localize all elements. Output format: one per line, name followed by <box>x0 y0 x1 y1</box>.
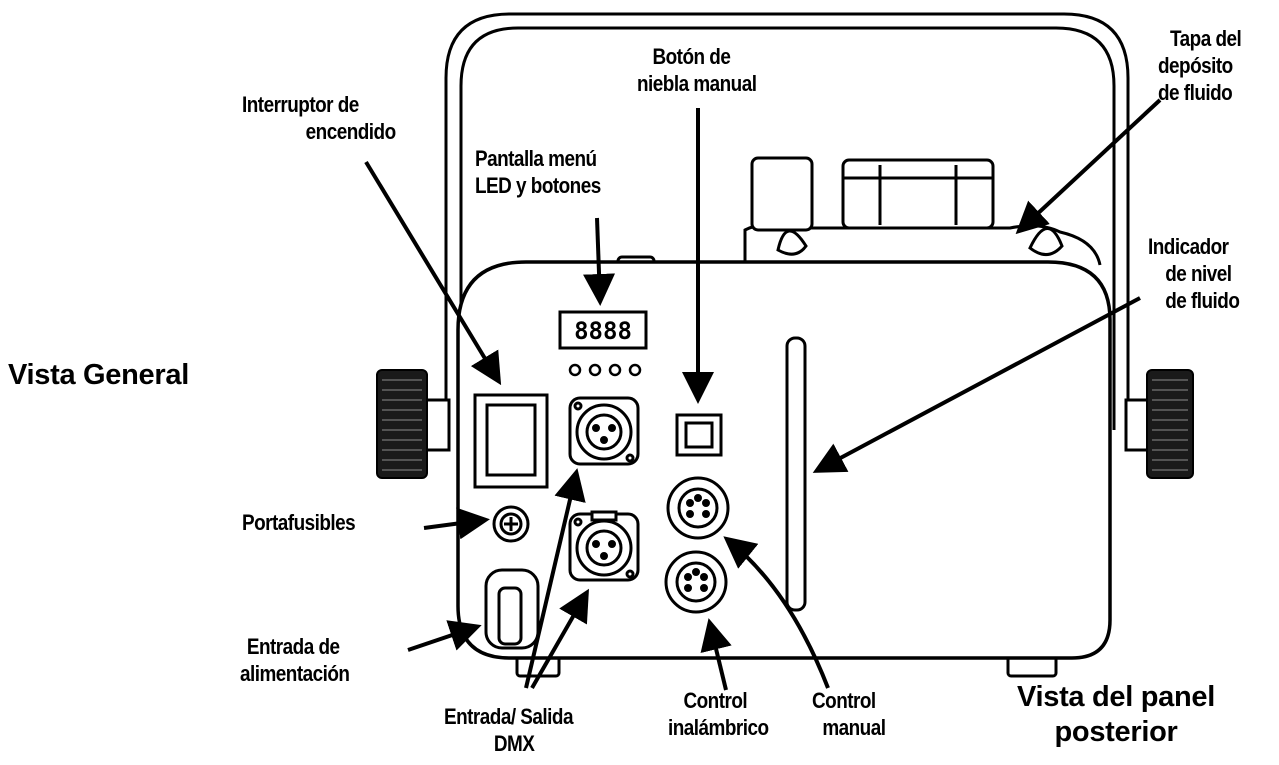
label-power-switch: Interruptor de encendido <box>242 92 396 146</box>
label-fog-button-line2: niebla manual <box>637 70 757 96</box>
arrow-power-switch <box>364 160 502 386</box>
vista-panel-line2: posterior <box>1054 716 1178 749</box>
label-manual-control-line2: manual <box>822 714 886 740</box>
left-knob <box>376 369 451 479</box>
display-digits: 8888 <box>574 317 632 345</box>
vista-panel-title: Vista del panel posterior <box>996 680 1236 751</box>
label-led-display-line2: LED y botones <box>475 172 601 198</box>
manual-control-socket <box>666 476 730 540</box>
label-manual-control: Control manual <box>812 688 886 742</box>
label-dmx-line2: DMX <box>493 730 535 756</box>
callout-arrows <box>364 98 1162 691</box>
power-switch[interactable] <box>473 393 549 489</box>
menu-buttons[interactable] <box>568 363 642 377</box>
mounting-bracket <box>444 12 1130 430</box>
label-power-inlet: Entrada de alimentación <box>240 634 350 688</box>
label-tank-cap-line3: de fluido <box>1158 79 1233 105</box>
label-fog-button-line1: Botón de <box>652 44 731 69</box>
label-level-indicator-line1: Indicador <box>1148 234 1229 259</box>
label-fog-button: Botón de niebla manual <box>637 44 757 98</box>
label-power-inlet-line1: Entrada de <box>246 634 340 659</box>
label-level-indicator-line2: de nivel <box>1165 260 1232 286</box>
label-dmx: Entrada/ Salida DMX <box>444 704 573 758</box>
fluid-tank-cap <box>616 156 1102 271</box>
label-tank-cap-line2: depósito <box>1158 52 1233 78</box>
arrow-wireless <box>700 618 732 691</box>
label-power-inlet-line2: alimentación <box>240 660 350 686</box>
dmx-in-connector <box>568 396 640 466</box>
label-led-display: Pantalla menú LED y botones <box>475 146 601 200</box>
vista-panel-line1: Vista del panel <box>1016 681 1216 713</box>
label-wireless-control-line1: Control <box>683 688 748 713</box>
label-level-indicator: Indicador de nivel de fluido <box>1148 234 1240 314</box>
right-knob <box>1124 369 1194 479</box>
label-manual-control-line1: Control <box>812 688 876 713</box>
power-inlet <box>484 568 540 650</box>
label-fuse-holder: Portafusibles <box>242 510 356 535</box>
arrow-dmx-out <box>530 588 589 689</box>
led-display: 8888 <box>558 310 648 350</box>
vista-general-title: Vista General <box>8 359 189 391</box>
wireless-control-socket <box>664 550 728 614</box>
manual-fog-button[interactable] <box>675 413 723 457</box>
arrow-led-display <box>583 217 616 306</box>
label-tank-cap: Tapa del depósito de fluido <box>1158 26 1242 106</box>
arrow-manual-control <box>723 536 830 689</box>
label-tank-cap-line1: Tapa del <box>1170 26 1242 51</box>
label-dmx-line1: Entrada/ Salida <box>444 704 573 729</box>
arrow-fuse-holder <box>423 507 490 540</box>
arrow-level-indicator <box>812 296 1141 473</box>
fuse-holder <box>492 505 530 543</box>
dmx-out-connector <box>568 510 640 582</box>
label-power-switch-line2: encendido <box>305 118 396 144</box>
label-wireless-control-line2: inalámbrico <box>668 714 769 740</box>
label-level-indicator-line3: de fluido <box>1165 287 1240 313</box>
fluid-level-window <box>785 336 807 612</box>
label-wireless-control: Control inalámbrico <box>668 688 769 742</box>
label-led-display-line1: Pantalla menú <box>475 146 597 171</box>
arrow-dmx-in <box>524 468 586 689</box>
arrow-power-inlet <box>407 620 482 652</box>
arrow-tank-cap <box>1015 98 1162 235</box>
label-power-switch-line1: Interruptor de <box>242 92 359 117</box>
